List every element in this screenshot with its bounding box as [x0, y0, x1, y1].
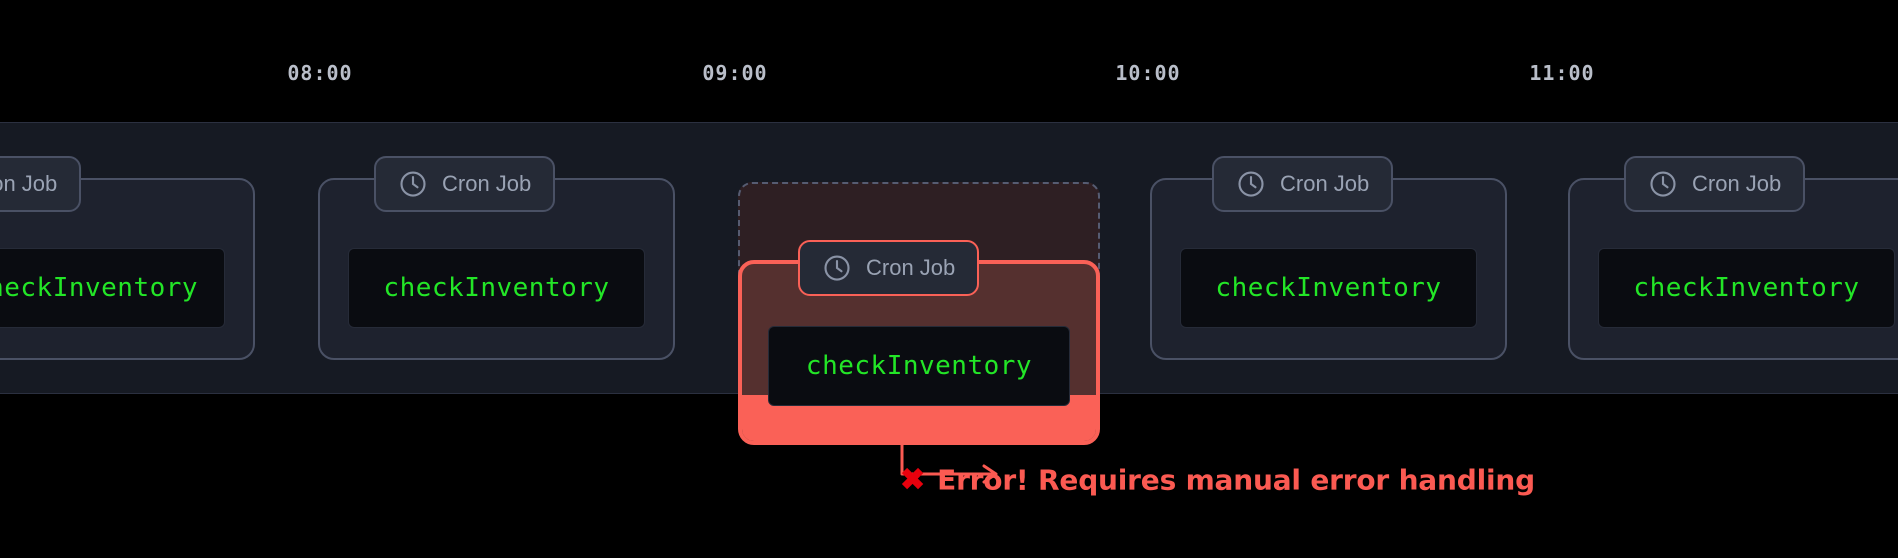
clock-icon — [824, 255, 850, 281]
error-annotation-arrow — [900, 432, 998, 484]
timeline-tick-0900: 09:00 — [702, 61, 768, 85]
cron-job-badge[interactable]: Cron Job — [1212, 156, 1394, 212]
code-label: checkInventory — [0, 273, 199, 303]
error-cron-job-badge[interactable]: Cron Job — [798, 240, 980, 296]
clock-icon — [1650, 171, 1676, 197]
cron-job-badge-label: Cron Job — [442, 171, 532, 196]
error-x-icon: ✖ — [900, 463, 926, 496]
code-box: checkInventory — [0, 248, 225, 328]
cron-job-badge[interactable]: Cron Job — [1624, 156, 1806, 212]
code-label: checkInventory — [805, 351, 1033, 381]
code-box: checkInventory — [1598, 248, 1895, 328]
code-label: checkInventory — [1215, 273, 1442, 303]
timeline-ruler — [0, 0, 1898, 122]
code-box: checkInventory — [348, 248, 645, 328]
error-cron-job-card[interactable]: checkInventory — [738, 260, 1100, 445]
cron-job-badge[interactable]: Cron Job — [374, 156, 556, 212]
error-cron-job-badge-label: Cron Job — [866, 255, 956, 280]
cron-job-badge-label: Cron Job — [1692, 171, 1782, 196]
code-box: checkInventory — [1180, 248, 1477, 328]
timeline-tick-0800: 08:00 — [287, 61, 353, 85]
code-box: checkInventory — [768, 326, 1070, 406]
clock-icon — [1238, 171, 1264, 197]
timeline-tick-1100: 11:00 — [1529, 61, 1595, 85]
cron-job-card[interactable]: checkInventory — [0, 178, 255, 360]
cron-job-card[interactable]: checkInventory — [1568, 178, 1898, 360]
code-label: checkInventory — [1633, 273, 1860, 303]
error-annotation-label: Error! Requires manual error handling — [937, 463, 1535, 497]
cron-job-badge-label: Cron Job — [1280, 171, 1370, 196]
cron-job-badge[interactable]: Cron Job — [0, 156, 82, 212]
timeline-tick-1000: 10:00 — [1115, 61, 1181, 85]
clock-icon — [400, 171, 426, 197]
code-label: checkInventory — [383, 273, 610, 303]
error-annotation: ✖ Error! Requires manual error handling — [900, 464, 1535, 497]
cron-job-badge-label: Cron Job — [0, 171, 58, 196]
